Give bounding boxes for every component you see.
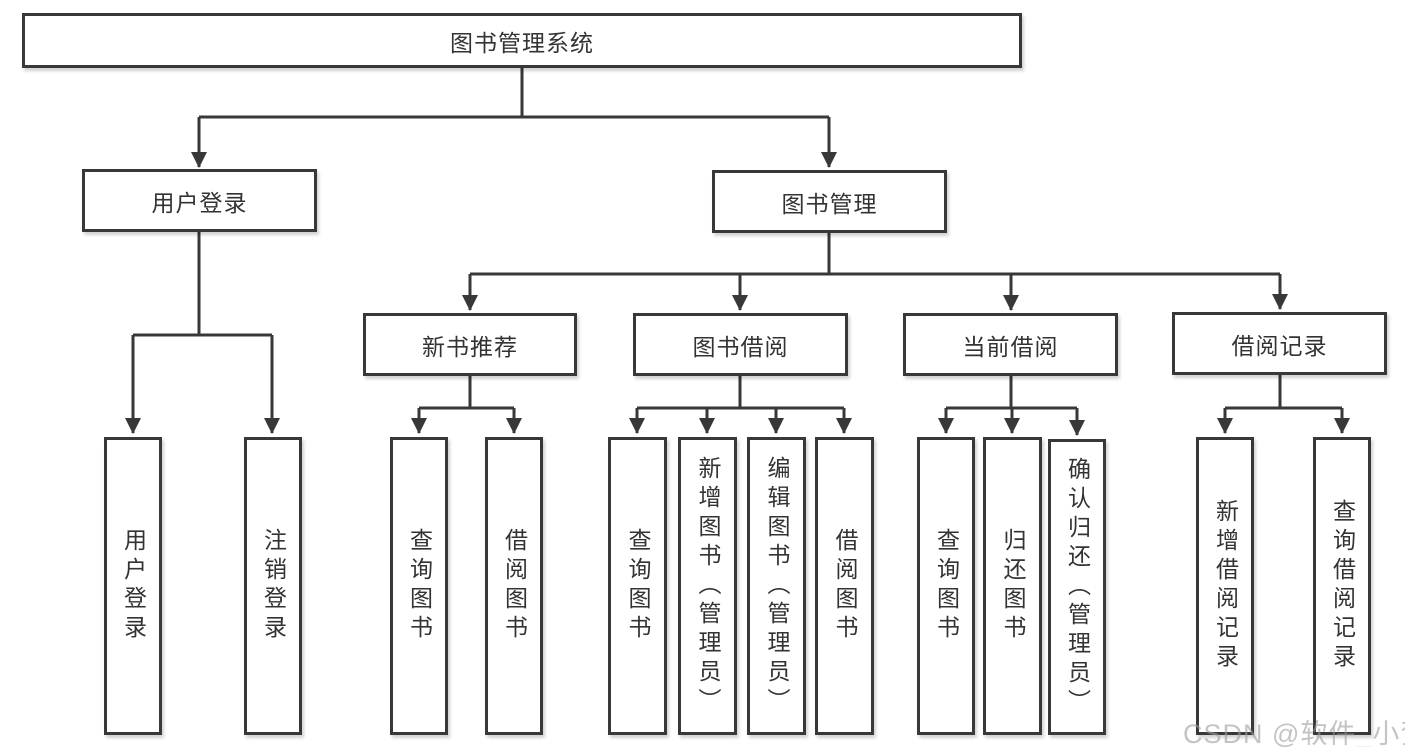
node-label: 归还图书	[1000, 528, 1026, 644]
node-label: 图书管理系统	[450, 29, 594, 56]
node-new-book-recommend: 新书推荐	[363, 313, 577, 376]
node-label: 查询图书	[933, 528, 960, 644]
node-label: 查询图书	[625, 528, 651, 644]
node-borrow-records: 借阅记录	[1172, 312, 1387, 375]
node-book-borrow: 图书借阅	[633, 313, 848, 376]
leaf-query-books-3: 查询图书	[917, 437, 975, 735]
node-label: 编辑图书（管理员）	[764, 455, 790, 717]
leaf-query-books-1: 查询图书	[390, 437, 448, 735]
watermark: CSDN @软件_小贺同学	[1183, 719, 1405, 747]
leaf-borrow-books-1: 借阅图书	[485, 437, 543, 735]
node-library-system: 图书管理系统	[22, 13, 1022, 68]
node-label: 图书管理	[781, 190, 878, 217]
leaf-confirm-return-admin: 确认归还（管理员）	[1048, 439, 1106, 735]
node-label: 用户登录	[151, 189, 248, 216]
node-user-login: 用户登录	[82, 169, 317, 232]
node-label: 借阅图书	[501, 528, 528, 644]
leaf-logout: 注销登录	[244, 437, 302, 735]
leaf-return-book: 归还图书	[983, 437, 1042, 735]
node-label: 图书借阅	[692, 333, 789, 360]
node-label: 借阅图书	[832, 528, 858, 644]
node-label: 新增图书（管理员）	[695, 455, 721, 717]
node-label: 用户登录	[120, 528, 147, 644]
leaf-add-borrow-record: 新增借阅记录	[1196, 437, 1254, 735]
node-label: 查询借阅记录	[1329, 499, 1356, 673]
node-label: 新书推荐	[422, 333, 518, 360]
node-label: 确认归还（管理员）	[1064, 456, 1091, 718]
leaf-query-borrow-record: 查询借阅记录	[1313, 437, 1371, 735]
node-current-borrow: 当前借阅	[903, 313, 1118, 376]
leaf-add-book-admin: 新增图书（管理员）	[678, 437, 737, 735]
node-book-management: 图书管理	[712, 170, 947, 233]
leaf-edit-book-admin: 编辑图书（管理员）	[747, 437, 806, 735]
node-label: 当前借阅	[962, 333, 1059, 360]
leaf-query-books-2: 查询图书	[608, 437, 667, 735]
node-label: 注销登录	[260, 528, 287, 644]
node-label: 查询图书	[406, 528, 433, 644]
leaf-user-login: 用户登录	[104, 437, 162, 735]
node-label: 借阅记录	[1231, 332, 1328, 359]
leaf-borrow-books-2: 借阅图书	[815, 437, 874, 735]
node-label: 新增借阅记录	[1212, 499, 1239, 673]
